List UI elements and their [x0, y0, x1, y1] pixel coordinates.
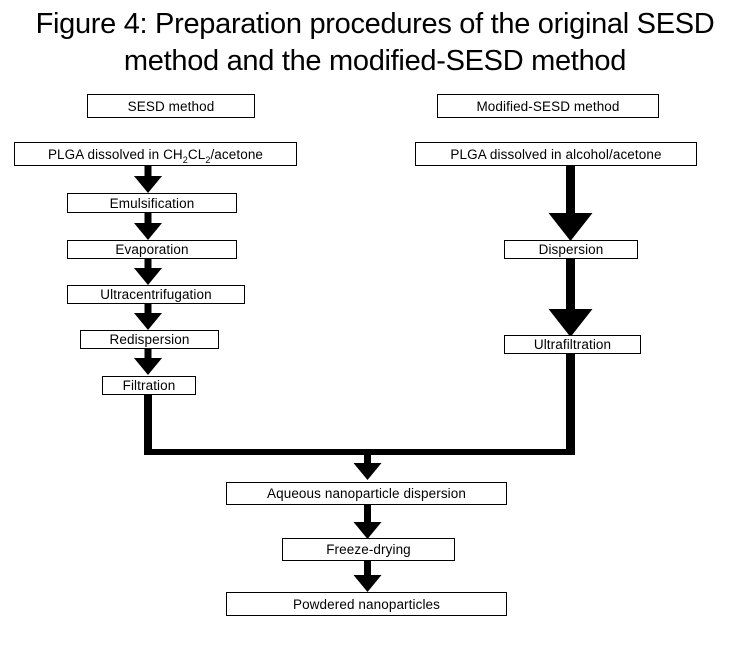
sesd-start-mid: CL: [187, 146, 206, 162]
arrow-start-to-emulsification: [134, 165, 162, 193]
arrow-ultracentrifugation-to-redispersion: [134, 303, 162, 330]
step-aqueous-nanoparticle-dispersion-label: Aqueous nanoparticle dispersion: [267, 486, 466, 501]
step-dispersion-label: Dispersion: [538, 242, 604, 257]
step-filtration-label: Filtration: [122, 378, 176, 393]
sesd-method-header: SESD method: [87, 94, 255, 118]
step-powdered-nanoparticles: Powdered nanoparticles: [226, 592, 507, 616]
step-emulsification: Emulsification: [67, 193, 237, 213]
step-filtration: Filtration: [102, 376, 196, 395]
sesd-start-prefix: PLGA dissolved in CH: [47, 146, 183, 162]
arrow-aqueous-to-freeze-drying: [353, 504, 382, 539]
figure-title: Figure 4: Preparation procedures of the …: [0, 6, 750, 80]
step-evaporation: Evaporation: [67, 240, 237, 259]
step-redispersion: Redispersion: [80, 330, 219, 349]
step-redispersion-label: Redispersion: [109, 332, 190, 347]
step-freeze-drying: Freeze-drying: [282, 538, 455, 561]
step-powdered-nanoparticles-label: Powdered nanoparticles: [292, 596, 441, 612]
arrow-start-to-dispersion: [548, 165, 593, 241]
step-ultracentrifugation: Ultracentrifugation: [67, 285, 245, 304]
arrow-emulsification-to-evaporation: [134, 212, 162, 240]
step-ultracentrifugation-label: Ultracentrifugation: [100, 287, 212, 302]
step-aqueous-nanoparticle-dispersion: Aqueous nanoparticle dispersion: [226, 482, 507, 505]
sesd-start-suffix: /acetone: [210, 146, 264, 162]
figure-title-line-2: method and the modified-SESD method: [123, 45, 627, 77]
sesd-start-subscript-2: 2: [205, 154, 211, 165]
sesd-method-header-label: SESD method: [127, 98, 215, 114]
arrow-dispersion-to-ultrafiltration: [548, 258, 593, 337]
arrow-evaporation-to-ultracentrifugation: [134, 258, 162, 285]
step-ultrafiltration: Ultrafiltration: [504, 335, 641, 354]
sesd-start-step-label: PLGA dissolved in CH2CL2/acetone: [47, 146, 264, 165]
step-emulsification-label: Emulsification: [109, 195, 195, 211]
modified-sesd-header-label: Modified-SESD method: [476, 98, 620, 114]
sesd-start-subscript-1: 2: [182, 154, 188, 165]
step-dispersion: Dispersion: [504, 240, 638, 259]
step-ultrafiltration-label: Ultrafiltration: [533, 337, 612, 352]
modified-start-step: PLGA dissolved in alcohol/acetone: [415, 142, 697, 166]
modified-sesd-header: Modified-SESD method: [437, 94, 659, 118]
arrow-freeze-drying-to-powdered: [353, 560, 382, 592]
sesd-start-step: PLGA dissolved in CH2CL2/acetone: [14, 142, 297, 166]
arrow-redispersion-to-filtration: [134, 348, 162, 375]
figure-title-line-1: Figure 4: Preparation procedures of the …: [35, 8, 715, 40]
step-freeze-drying-label: Freeze-drying: [326, 542, 411, 557]
step-evaporation-label: Evaporation: [115, 242, 189, 257]
merge-connector: [144, 352, 575, 480]
modified-start-step-label: PLGA dissolved in alcohol/acetone: [450, 146, 662, 162]
